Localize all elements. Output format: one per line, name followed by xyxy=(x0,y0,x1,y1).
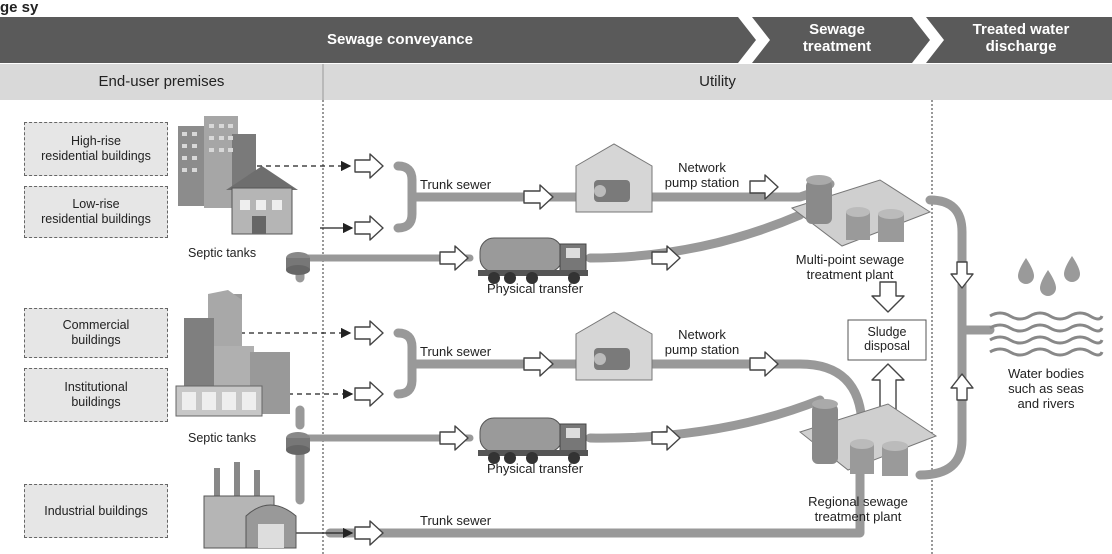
label-regional-plant: Regional sewage treatment plant xyxy=(808,494,908,524)
low-rise-building-illustration xyxy=(226,166,298,235)
header-sewage-treatment: Sewage treatment xyxy=(802,21,872,55)
premise-high-rise: High-rise residential buildings xyxy=(24,122,168,176)
subheader-band xyxy=(0,64,1112,100)
label-sludge-disposal: Sludge disposal xyxy=(864,325,910,353)
tanker-truck-mid-illustration xyxy=(478,417,588,464)
arrow-6 xyxy=(651,245,681,271)
sludge-disposal-box xyxy=(847,319,927,361)
arrow-9 xyxy=(523,351,554,377)
tanker-truck-top-illustration xyxy=(478,237,588,284)
label-physical-transfer-mid: Physical transfer xyxy=(486,461,584,476)
label-network-pump-station-top: Network pump station xyxy=(664,160,740,190)
premise-industrial: Industrial buildings xyxy=(24,484,168,538)
arrow-7 xyxy=(354,320,384,346)
arrow-2 xyxy=(354,215,384,241)
partial-title: ge sy xyxy=(0,0,39,16)
arrow-down-discharge xyxy=(950,261,974,289)
premise-commercial: Commercial buildings xyxy=(24,308,168,358)
water-waves-illustration xyxy=(989,311,1104,357)
arrow-8 xyxy=(354,381,384,407)
label-septic-tanks-mid: Septic tanks xyxy=(188,431,257,445)
label-trunk-sewer-top: Trunk sewer xyxy=(420,177,492,192)
label-physical-transfer-top: Physical transfer xyxy=(486,281,584,296)
multi-point-plant-illustration xyxy=(790,175,932,247)
flow-arrows xyxy=(354,153,974,546)
arrow-5 xyxy=(439,245,469,271)
septic-tank-top-illustration xyxy=(286,252,310,275)
label-water-bodies: Water bodies such as seas and rivers xyxy=(1007,366,1085,411)
septic-tank-mid-illustration xyxy=(286,432,310,455)
pump-station-mid-illustration xyxy=(575,311,653,381)
pipe-discharge-bottom xyxy=(915,325,967,480)
arrow-down-sludge xyxy=(871,281,905,313)
pipe-trunk-bottom xyxy=(325,465,865,538)
arrow-up-discharge xyxy=(950,373,974,401)
label-network-pump-station-mid: Network pump station xyxy=(664,327,740,357)
subheader-end-user-premises: End-user premises xyxy=(98,73,225,90)
label-septic-tanks-top: Septic tanks xyxy=(188,246,257,260)
header-treated-water-discharge: Treated water discharge xyxy=(972,21,1070,55)
header-chevron-1 xyxy=(738,17,770,63)
header-chevron-2 xyxy=(912,17,944,63)
pump-station-top-illustration xyxy=(575,143,653,213)
arrow-4 xyxy=(749,174,779,200)
pipe-transfer-mid xyxy=(585,395,825,443)
arrow-1 xyxy=(354,153,384,179)
premise-low-rise: Low-rise residential buildings xyxy=(24,186,168,238)
industrial-building-illustration xyxy=(203,462,297,549)
arrow-10 xyxy=(749,351,779,377)
sewer-pipes xyxy=(295,161,995,538)
header-sewage-conveyance: Sewage conveyance xyxy=(327,31,473,48)
label-trunk-sewer-bottom: Trunk sewer xyxy=(420,513,492,528)
institutional-building-illustration xyxy=(175,385,263,417)
water-drops-icon xyxy=(1018,256,1080,296)
label-multi-point-plant: Multi-point sewage treatment plant xyxy=(795,252,905,282)
pipe-discharge-top xyxy=(925,195,995,335)
arrow-11 xyxy=(439,425,469,451)
arrow-13 xyxy=(354,520,384,546)
arrow-12 xyxy=(651,425,681,451)
subheader-utility: Utility xyxy=(699,73,736,90)
premise-institutional: Institutional buildings xyxy=(24,368,168,422)
pipe-transfer-top xyxy=(585,210,805,263)
arrow-3 xyxy=(523,184,554,210)
label-trunk-sewer-mid: Trunk sewer xyxy=(420,344,492,359)
regional-plant-illustration xyxy=(798,399,938,476)
